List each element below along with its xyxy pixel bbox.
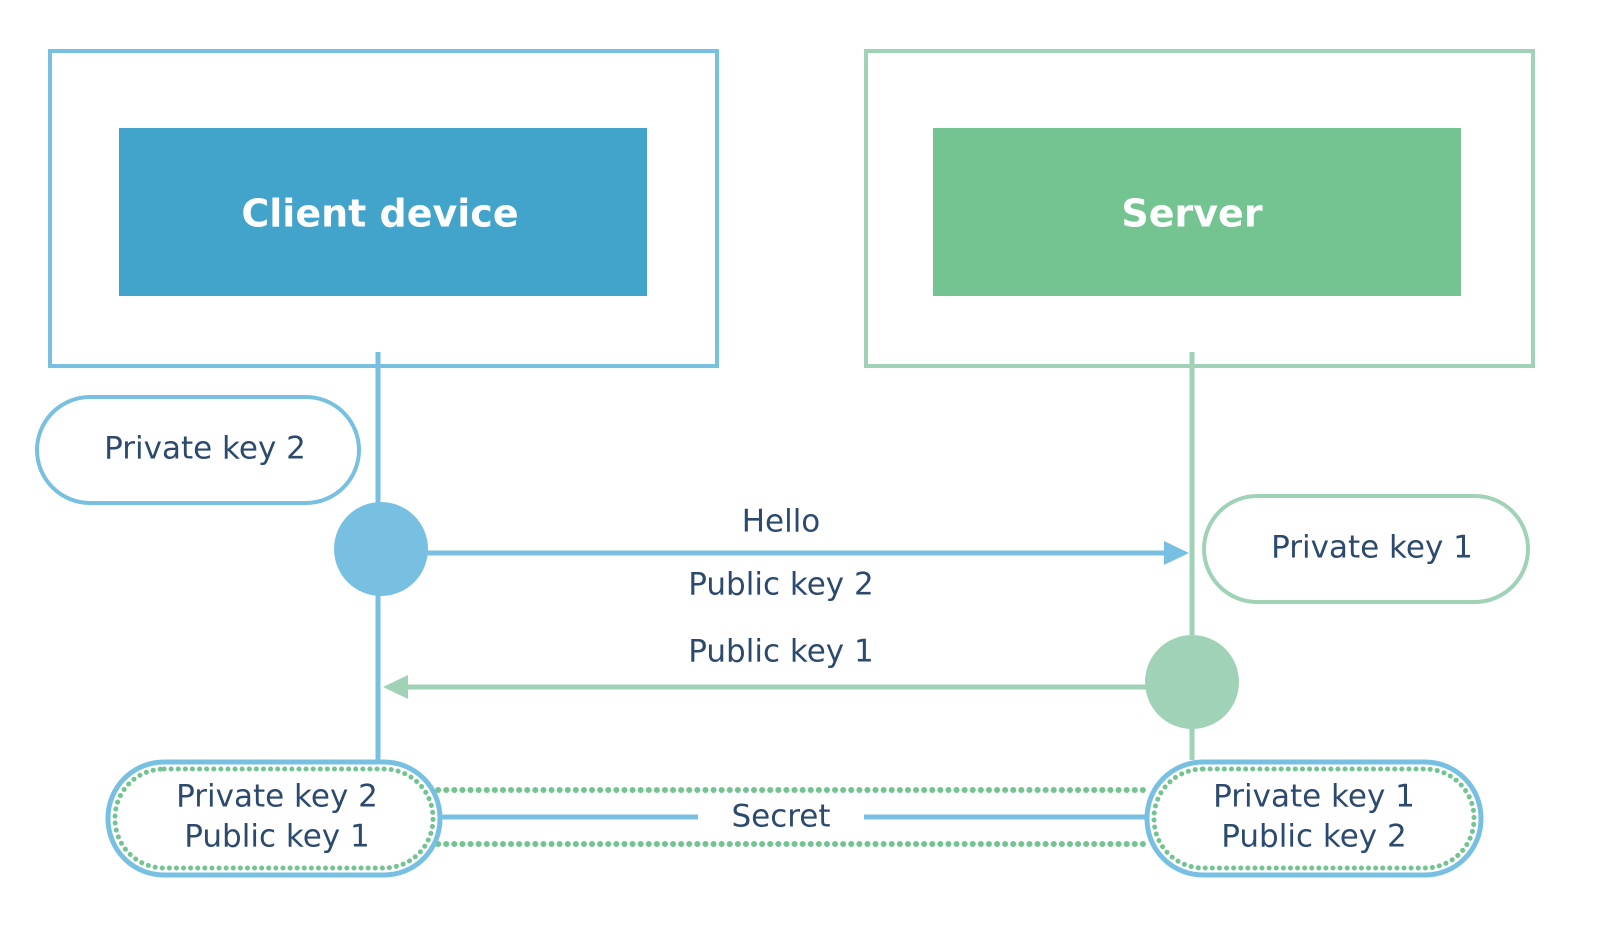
server-combined-line2: Public key 2 (1221, 819, 1406, 855)
client-public-key-label: Public key 2 (688, 567, 873, 603)
client-combined-line2: Public key 1 (184, 819, 369, 855)
server: Server (864, 49, 1535, 368)
server-combined-keys-dotted (1151, 766, 1477, 871)
server-private-key-outline (1202, 494, 1530, 604)
client-frame (48, 49, 719, 368)
client-to-server-message: Hello Public key 2 (334, 502, 1189, 603)
server-title: Server (1121, 192, 1262, 236)
client-private-key-pill: Private key 2 (35, 395, 361, 505)
server-frame (864, 49, 1535, 368)
server-public-key-label: Public key 1 (688, 634, 873, 670)
client-send-node (334, 502, 428, 596)
client-device: Client device (48, 49, 719, 368)
client-title: Client device (241, 192, 518, 236)
server-private-key-label: Private key 1 (1271, 530, 1473, 566)
client-combined-keys-pill: Private key 2 Public key 1 (105, 759, 443, 878)
client-header (119, 128, 647, 296)
client-combined-keys-dotted (112, 766, 436, 871)
server-header (933, 128, 1461, 296)
server-combined-line1: Private key 1 (1213, 779, 1415, 815)
server-combined-keys-pill: Private key 1 Public key 2 (1144, 759, 1484, 878)
server-combined-keys-outline (1144, 759, 1484, 878)
server-private-key-pill: Private key 1 (1202, 494, 1530, 604)
secret-label: Secret (731, 799, 830, 835)
arrowhead-right-icon (1164, 541, 1189, 565)
client-private-key-label: Private key 2 (104, 431, 306, 467)
client-combined-line1: Private key 2 (176, 779, 378, 815)
server-to-client-message: Public key 1 (383, 634, 1239, 729)
server-send-node (1145, 635, 1239, 729)
client-private-key-outline (35, 395, 361, 505)
shared-secret-link: Secret (427, 787, 1153, 847)
arrowhead-left-icon (383, 675, 408, 699)
client-combined-keys-outline (105, 759, 443, 878)
hello-label: Hello (742, 504, 821, 540)
